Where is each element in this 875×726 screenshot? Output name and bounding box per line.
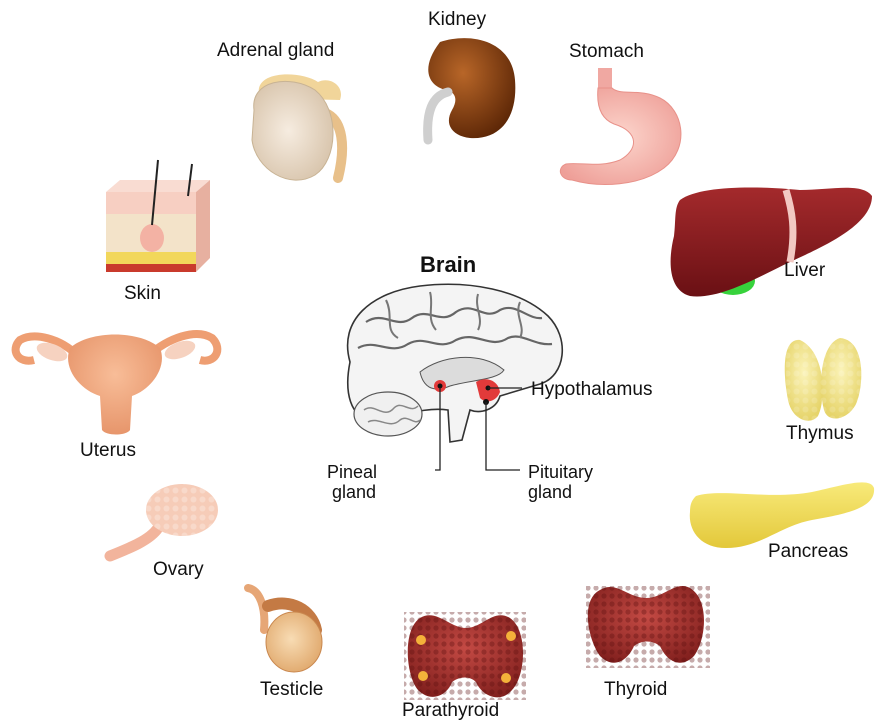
- pancreas-label: Pancreas: [768, 542, 848, 561]
- testicle-label: Testicle: [260, 680, 323, 699]
- pineal-gland-label-line1: Pineal: [327, 462, 377, 482]
- liver-illustration: [671, 187, 872, 296]
- testicle-illustration: [248, 588, 322, 672]
- thyroid-label: Thyroid: [604, 680, 667, 699]
- skin-illustration: [106, 160, 210, 272]
- pineal-gland-label: Pineal gland: [327, 462, 377, 502]
- skin-label: Skin: [124, 284, 161, 303]
- kidney-label: Kidney: [428, 10, 486, 29]
- pituitary-gland-label-line2: gland: [528, 482, 593, 502]
- adrenal-gland-illustration: [252, 74, 342, 180]
- pituitary-gland-label: Pituitary gland: [528, 462, 593, 502]
- pituitary-gland-label-line1: Pituitary: [528, 462, 593, 482]
- adrenal-gland-label: Adrenal gland: [217, 41, 334, 60]
- brain-title: Brain: [420, 252, 476, 278]
- parathyroid-illustration: [404, 612, 526, 700]
- uterus-illustration: [16, 334, 218, 434]
- ovary-label: Ovary: [153, 560, 204, 579]
- ovary-illustration: [110, 484, 218, 556]
- pineal-gland-label-line2: gland: [327, 482, 377, 502]
- parathyroid-label: Parathyroid: [402, 701, 499, 720]
- uterus-label: Uterus: [80, 441, 136, 460]
- hypothalamus-label: Hypothalamus: [531, 380, 652, 399]
- thymus-illustration: [785, 338, 862, 424]
- kidney-illustration: [428, 38, 516, 140]
- pituitary-leader-line: [486, 402, 520, 470]
- stomach-label: Stomach: [569, 42, 644, 61]
- brain-illustration: [348, 284, 563, 470]
- liver-label: Liver: [784, 261, 825, 280]
- stomach-illustration: [560, 68, 681, 184]
- thyroid-illustration: [586, 586, 710, 668]
- pancreas-illustration: [690, 482, 874, 548]
- thymus-label: Thymus: [786, 424, 854, 443]
